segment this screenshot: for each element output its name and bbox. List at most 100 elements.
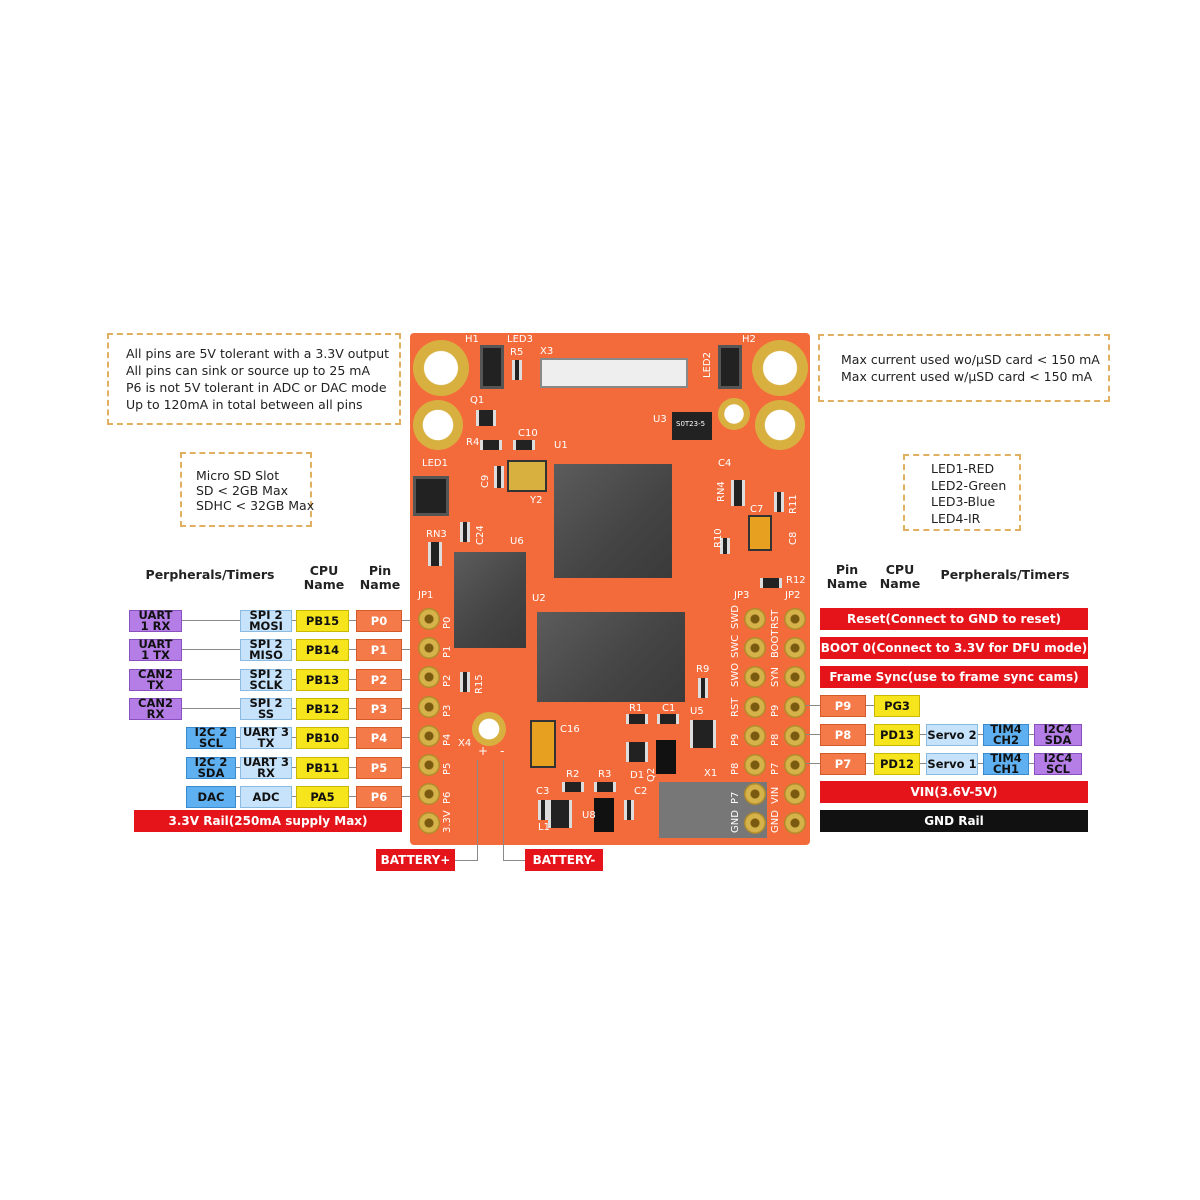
row-connector-line	[402, 679, 417, 680]
current-note-line-2: Max current used w/μSD card < 150 mA	[841, 369, 1093, 384]
left-pin-header: Pin Name	[359, 563, 401, 592]
row-connector-line	[402, 649, 417, 650]
timer-tag: TIM4 CH2	[983, 723, 1029, 746]
row-connector-line	[182, 679, 240, 680]
jp2-pin-label: VIN	[770, 786, 781, 804]
jp3-pin	[744, 812, 766, 834]
pin-limits-note: All pins are 5V tolerant with a 3.3V out…	[107, 333, 401, 425]
silk-jp3: JP3	[734, 590, 750, 601]
jp2-pin	[784, 783, 806, 805]
row-connector-line	[806, 763, 820, 764]
silk-c10: C10	[518, 428, 538, 439]
jp3-pin-label: P8	[730, 762, 741, 775]
cpu-name-tag: PB12	[296, 698, 349, 720]
row-connector-line	[292, 649, 296, 650]
ext-peripheral-tag: DAC	[186, 786, 236, 808]
i2c4-tag: I2C4 SDA	[1034, 723, 1082, 746]
jp1-pin-label: P3	[442, 704, 453, 717]
silk-c7: C7	[750, 504, 764, 515]
left-cpu-header: CPU Name	[303, 563, 345, 592]
q2-transistor	[626, 742, 648, 762]
right-function-bar: Frame Sync(use to frame sync cams)	[820, 666, 1088, 688]
i2c4-tag: I2C4 SCL	[1034, 752, 1082, 775]
q1-transistor	[476, 410, 496, 426]
row-connector-line	[402, 796, 417, 797]
silk-u1: U1	[554, 440, 568, 451]
row-connector-line	[402, 708, 417, 709]
silk-c16: C16	[560, 724, 580, 735]
jp2-pin-label: P8	[770, 733, 781, 746]
row-connector-line	[292, 620, 296, 621]
l1-inductor	[548, 800, 572, 828]
led-colors-note: LED1-RED LED2-Green LED3-Blue LED4-IR	[903, 454, 1021, 531]
silk-q2: Q2	[646, 767, 657, 782]
row-connector-line	[978, 734, 983, 735]
ext-peripheral-tag: UART 1 TX	[129, 638, 182, 661]
silk-q1: Q1	[470, 395, 485, 406]
mount-hole-tr2	[755, 400, 805, 450]
jp2-pin	[784, 754, 806, 776]
u1-mcu-chip	[554, 464, 672, 578]
row-connector-line	[182, 649, 240, 650]
peripheral-tag: SPI 2 MOSI	[240, 609, 292, 632]
silk-x1: X1	[704, 768, 718, 779]
led-note-line-4: LED4-IR	[931, 510, 981, 526]
jp3-pin-label: SWO	[730, 662, 741, 687]
right-function-bar: BOOT 0(Connect to 3.3V for DFU mode)	[820, 637, 1088, 659]
silk-c9: C9	[480, 474, 491, 488]
r10-resistor	[720, 538, 730, 554]
silk-r11: R11	[788, 494, 799, 514]
sd-note-line-2: SD < 2GB Max	[196, 483, 289, 498]
u2-chip	[537, 612, 685, 702]
battery-minus-wire	[503, 760, 504, 860]
led-note-line-1: LED1-RED	[931, 461, 995, 476]
jp3-pin	[744, 725, 766, 747]
timer-tag: TIM4 CH1	[983, 752, 1029, 775]
silk-r12: R12	[786, 575, 806, 586]
c16-capacitor	[530, 720, 556, 768]
silk-u8: U8	[582, 810, 596, 821]
y2-crystal	[507, 460, 547, 492]
pin-name-tag: P6	[356, 786, 402, 808]
c1-capacitor	[657, 714, 679, 724]
left-periph-header: Perpherals/Timers	[145, 567, 275, 582]
pin-name-tag: P2	[356, 669, 402, 691]
silk-c2: C2	[634, 786, 648, 797]
jp3-pin-label: P9	[730, 733, 741, 746]
jp2-pin	[784, 725, 806, 747]
ext-peripheral-tag: CAN2 RX	[129, 697, 182, 720]
pin-note-line-2: All pins can sink or source up to 25 mA	[126, 363, 371, 378]
cpu-name-tag: PB15	[296, 610, 349, 632]
peripheral-tag: UART 3 RX	[240, 756, 292, 779]
r5-resistor	[512, 360, 522, 380]
r11-resistor	[774, 492, 784, 512]
row-connector-line	[349, 679, 356, 680]
silk-plus: +	[478, 744, 489, 758]
row-connector-line	[292, 679, 296, 680]
silk-r10: R10	[713, 528, 724, 548]
jp2-pin-label: P9	[770, 704, 781, 717]
battery-plus-label: BATTERY+	[376, 849, 455, 871]
jp3-pin	[744, 696, 766, 718]
silk-rn4: RN4	[716, 481, 727, 502]
cpu-name-tag: PB11	[296, 757, 349, 779]
pin-note-line-4: Up to 120mA in total between all pins	[126, 397, 363, 412]
mount-hole-tl2	[413, 400, 463, 450]
jp2-pin-label: RST	[770, 609, 781, 629]
c3-capacitor	[538, 800, 548, 820]
silk-c24: C24	[475, 525, 486, 545]
cpu-name-tag: PB13	[296, 669, 349, 691]
silk-h2: H2	[742, 334, 756, 345]
jp1-pin-label: P6	[442, 791, 453, 804]
row-connector-line	[236, 767, 240, 768]
u3-chip-label: S0T23-5	[676, 420, 706, 428]
jp1-pin-label: P2	[442, 674, 453, 687]
r9-resistor	[698, 678, 708, 698]
test-pad	[718, 398, 750, 430]
peripheral-tag: SPI 2 SS	[240, 697, 292, 720]
cpu-name-tag: PB14	[296, 639, 349, 661]
silk-u2: U2	[532, 593, 546, 604]
led-note-line-3: LED3-Blue	[931, 494, 996, 509]
silk-h1: H1	[465, 334, 479, 345]
silk-r3: R3	[598, 769, 612, 780]
